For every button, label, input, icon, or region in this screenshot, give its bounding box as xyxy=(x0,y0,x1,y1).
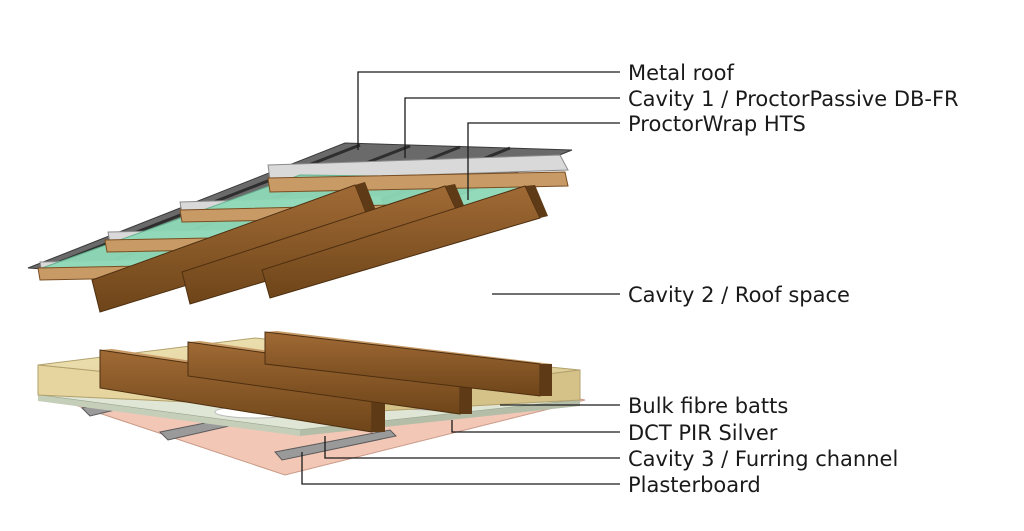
label-plasterboard: Plasterboard xyxy=(628,473,761,497)
label-cavity-3: Cavity 3 / Furring channel xyxy=(628,447,898,471)
leader-cavity-3 xyxy=(324,436,620,459)
callout-labels: Metal roof Cavity 1 / ProctorPassive DB-… xyxy=(628,61,959,497)
label-bulk-fibre: Bulk fibre batts xyxy=(628,394,788,418)
label-proctorwrap: ProctorWrap HTS xyxy=(628,112,806,136)
leader-dct-pir xyxy=(451,420,620,433)
roof-rafters xyxy=(91,182,548,313)
ceiling-joists xyxy=(99,331,552,433)
label-cavity-1: Cavity 1 / ProctorPassive DB-FR xyxy=(628,87,959,111)
label-dct-pir: DCT PIR Silver xyxy=(628,421,778,445)
roof-assembly xyxy=(27,142,573,313)
leader-plasterboard xyxy=(301,452,620,485)
leader-cavity-1 xyxy=(404,97,620,158)
leader-lines xyxy=(301,71,620,485)
leader-metal-roof xyxy=(357,71,620,150)
ceiling-assembly xyxy=(37,331,586,476)
label-metal-roof: Metal roof xyxy=(628,61,735,85)
leader-proctorwrap xyxy=(467,122,620,200)
label-cavity-2: Cavity 2 / Roof space xyxy=(628,283,850,307)
